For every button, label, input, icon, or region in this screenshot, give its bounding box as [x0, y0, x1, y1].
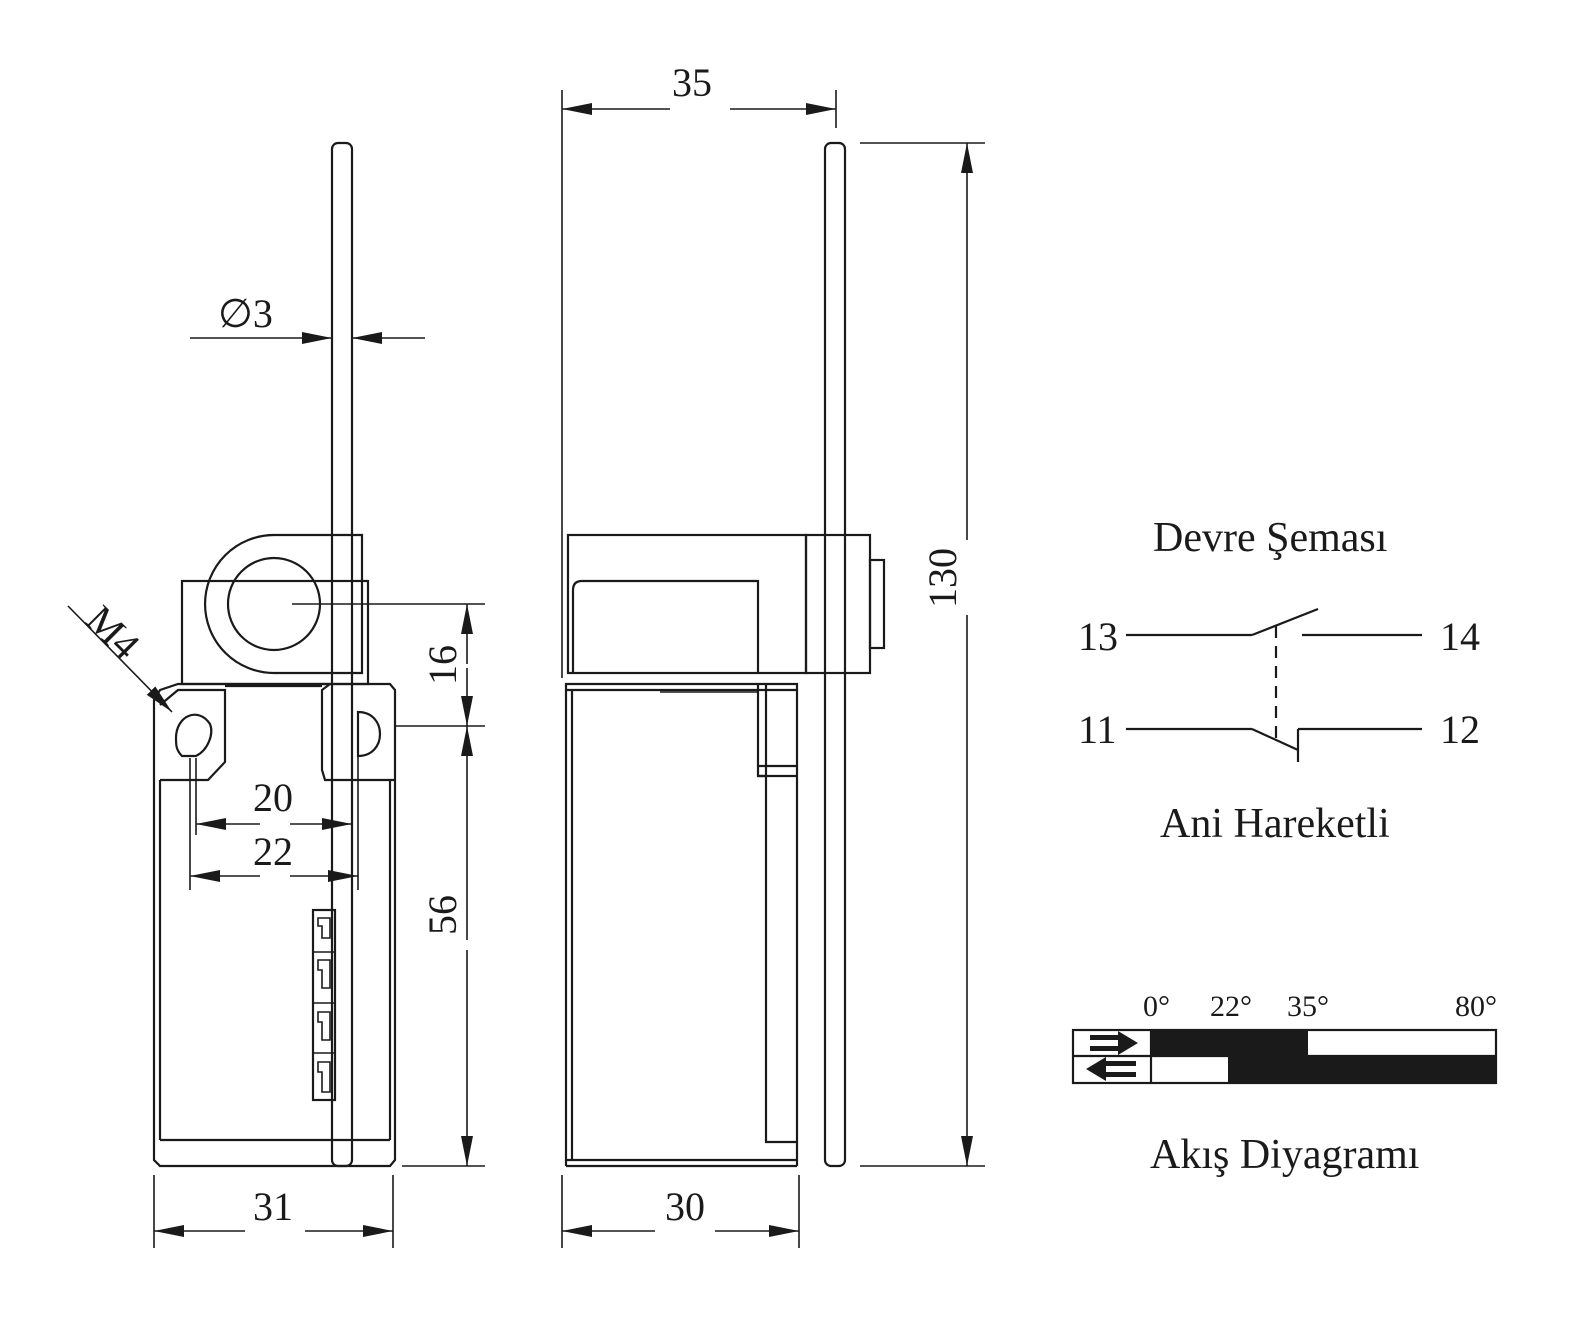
lever-arm — [566, 533, 808, 675]
flow-bar-bottom — [1228, 1056, 1496, 1083]
dim-rod-diameter: ∅3 — [218, 291, 273, 336]
dim-height-lower: 56 — [420, 895, 465, 935]
double-arrow-left-icon — [1086, 1057, 1136, 1081]
dim-width: 31 — [253, 1184, 293, 1229]
switch-body — [152, 682, 397, 1168]
terminal-block — [311, 908, 337, 1102]
actuator-rod-side — [823, 141, 847, 1168]
dim-hole-spacing-outer: 22 — [253, 829, 293, 874]
double-arrow-right-icon — [1090, 1031, 1138, 1055]
dim-top-width: 35 — [672, 60, 712, 105]
angle-80: 80° — [1455, 990, 1497, 1023]
mounting-hole-left — [174, 713, 213, 758]
angle-0: 0° — [1143, 990, 1170, 1023]
terminal-13: 13 — [1078, 614, 1118, 659]
terminal-14: 14 — [1440, 614, 1480, 659]
flow-title: Akış Diyagramı — [1150, 1132, 1419, 1178]
side-view: 35 30 130 — [561, 60, 985, 1248]
angle-22: 22° — [1210, 990, 1252, 1023]
circuit-subtitle: Ani Hareketli — [1160, 801, 1390, 847]
dim-bottom-width: 30 — [665, 1184, 705, 1229]
circuit-title: Devre Şeması — [1153, 515, 1387, 561]
terminal-11: 11 — [1078, 707, 1117, 752]
switch-body-side — [564, 682, 799, 1162]
terminal-12: 12 — [1440, 707, 1480, 752]
dim-total-height: 130 — [920, 548, 965, 608]
mounting-hole-right — [356, 710, 382, 758]
circuit-diagram: Devre Şeması 13 14 11 12 Ani Hareketli — [1078, 515, 1480, 847]
front-view: ∅3 M4 16 56 20 22 31 — [67, 141, 485, 1248]
clamp-block — [804, 533, 872, 675]
flow-bar-top — [1151, 1030, 1308, 1056]
dim-hole-spacing-inner: 20 — [253, 775, 293, 820]
angle-35: 35° — [1287, 990, 1329, 1023]
dim-thread: M4 — [78, 597, 149, 668]
lever-head — [203, 533, 364, 675]
dim-height-upper: 16 — [420, 645, 465, 685]
flow-diagram: 0° 22° 35° 80° Akış Diyagramı — [1071, 990, 1498, 1178]
